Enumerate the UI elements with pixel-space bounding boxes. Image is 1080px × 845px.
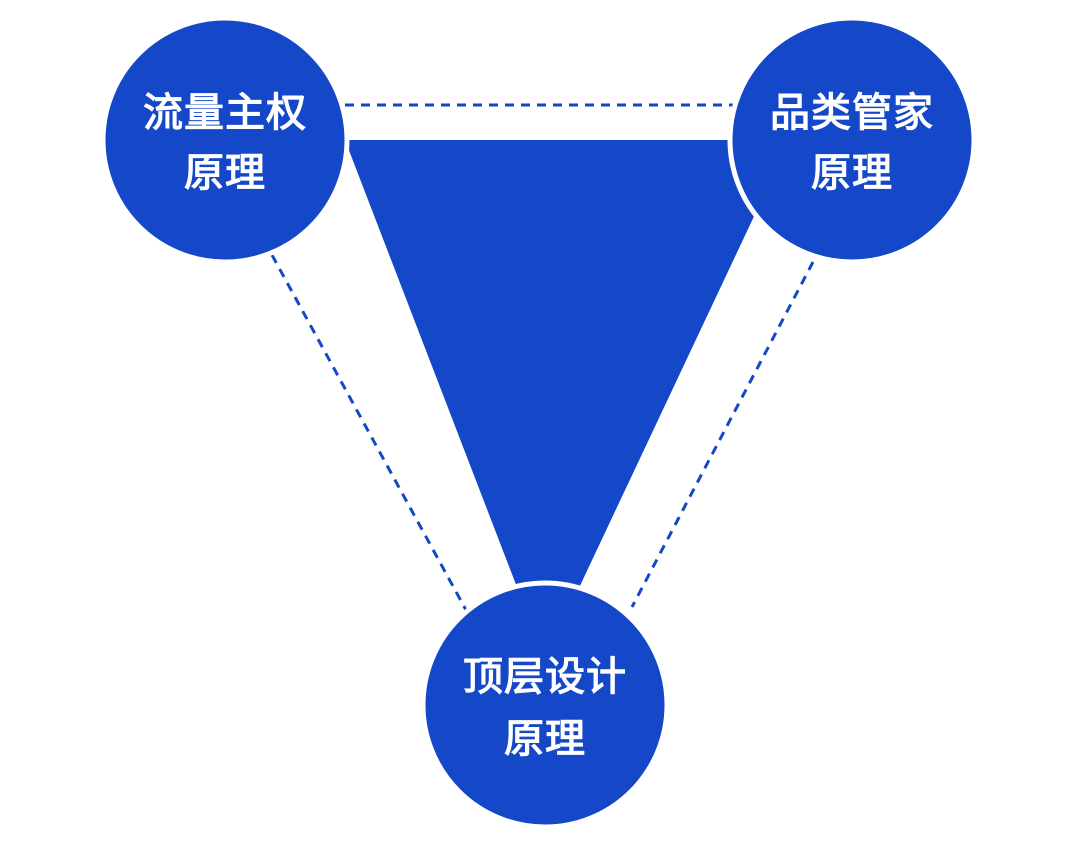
node-top-level-design: 顶层设计 原理 (420, 580, 670, 830)
node-category-steward: 品类管家 原理 (727, 15, 977, 265)
node-circle (100, 15, 350, 265)
node-label-line1: 流量主权 (143, 90, 307, 136)
node-label-line2: 原理 (811, 150, 893, 196)
dashed-connector-left (270, 254, 468, 611)
node-label-line2: 原理 (504, 716, 586, 762)
node-traffic-sovereignty: 流量主权 原理 (100, 15, 350, 265)
center-triangle (345, 140, 790, 660)
node-label-line1: 品类管家 (770, 90, 934, 136)
node-circle (420, 580, 670, 830)
dashed-connector-right (630, 261, 815, 608)
node-circle (727, 15, 977, 265)
node-label-line2: 原理 (184, 150, 266, 196)
node-label-line1: 顶层设计 (463, 654, 627, 700)
